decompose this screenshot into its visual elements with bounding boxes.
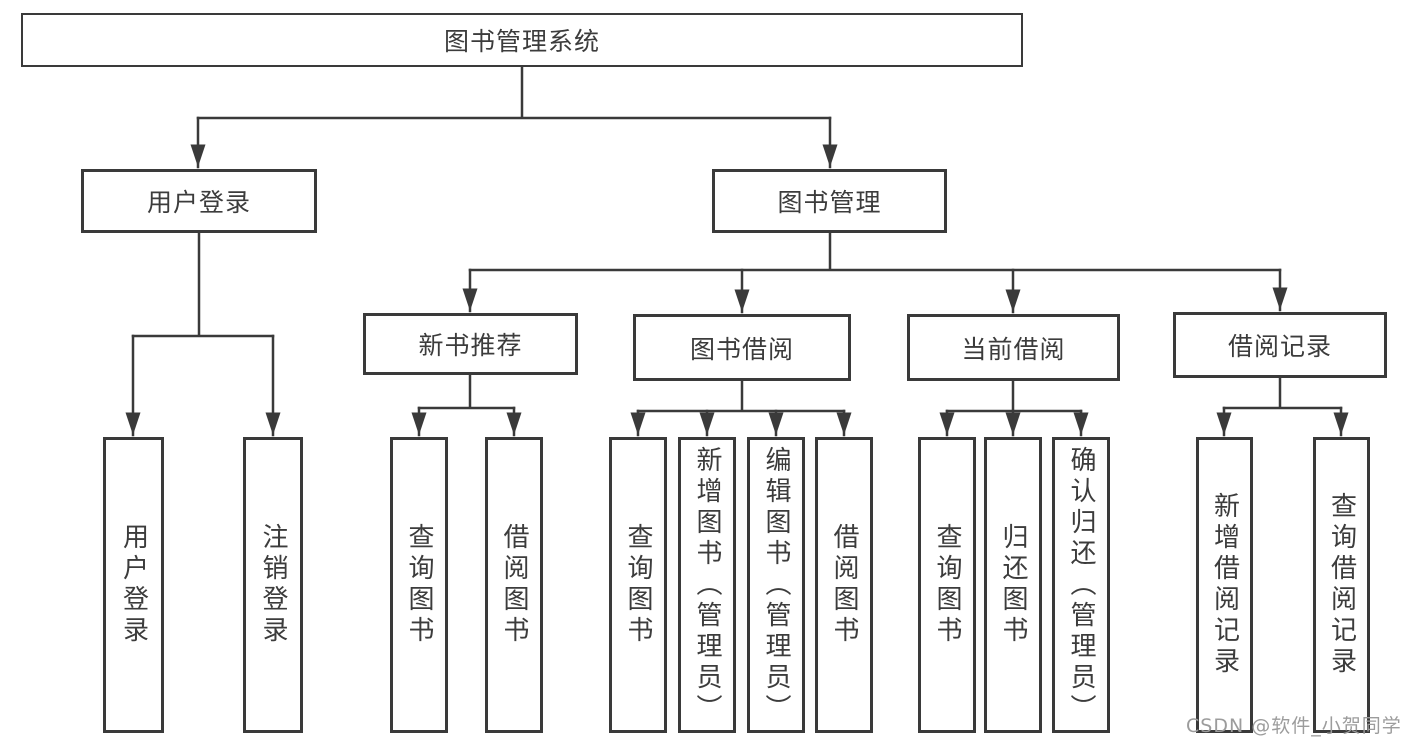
node-book-management: 图书管理 (712, 169, 947, 233)
node-label: 当前借阅 (961, 334, 1066, 364)
node-label: 图书管理系统 (443, 27, 600, 56)
leaf-query-books-current: 查询图书 (918, 437, 976, 733)
leaf-label: 借阅图书 (499, 523, 529, 647)
leaf-borrow-books-borrowing: 借阅图书 (815, 437, 873, 733)
node-new-book-recommend: 新书推荐 (363, 313, 578, 375)
node-user-login: 用户登录 (81, 169, 317, 233)
leaf-query-books-borrowing: 查询图书 (609, 437, 667, 733)
leaf-query-borrow-record: 查询借阅记录 (1313, 437, 1370, 733)
node-borrowing-records: 借阅记录 (1173, 312, 1387, 378)
leaf-return-books: 归还图书 (984, 437, 1042, 733)
leaf-label: 新增图书（管理员） (692, 445, 722, 725)
leaf-logout: 注销登录 (243, 437, 303, 733)
leaf-add-book-admin: 新增图书（管理员） (678, 437, 736, 733)
leaf-user-login: 用户登录 (103, 437, 164, 733)
node-library-management-system: 图书管理系统 (21, 13, 1023, 67)
node-label: 借阅记录 (1227, 332, 1332, 361)
node-book-borrowing: 图书借阅 (633, 314, 851, 381)
leaf-add-borrow-record: 新增借阅记录 (1196, 437, 1253, 733)
leaf-label: 新增借阅记录 (1209, 492, 1240, 678)
leaf-label: 查询借阅记录 (1326, 492, 1357, 678)
leaf-label: 借阅图书 (829, 523, 859, 647)
leaf-label: 查询图书 (623, 523, 653, 647)
leaf-query-books-recommend: 查询图书 (390, 437, 448, 733)
csdn-watermark: CSDN @软件_小贺同学 (1186, 715, 1402, 737)
leaf-label: 确认归还（管理员） (1066, 445, 1096, 725)
leaf-label: 查询图书 (932, 523, 962, 647)
node-label: 用户登录 (146, 188, 251, 217)
leaf-label: 用户登录 (118, 523, 149, 647)
node-label: 新书推荐 (418, 331, 523, 360)
leaf-confirm-return-admin: 确认归还（管理员） (1052, 437, 1110, 733)
leaf-label: 查询图书 (404, 523, 434, 647)
node-label: 图书借阅 (689, 334, 794, 364)
node-label: 图书管理 (777, 188, 882, 217)
leaf-borrow-books-recommend: 借阅图书 (485, 437, 543, 733)
node-current-borrowing: 当前借阅 (907, 314, 1120, 381)
leaf-label: 注销登录 (258, 523, 288, 647)
leaf-label: 归还图书 (998, 523, 1028, 647)
leaf-label: 编辑图书（管理员） (761, 445, 791, 725)
leaf-edit-book-admin: 编辑图书（管理员） (747, 437, 805, 733)
